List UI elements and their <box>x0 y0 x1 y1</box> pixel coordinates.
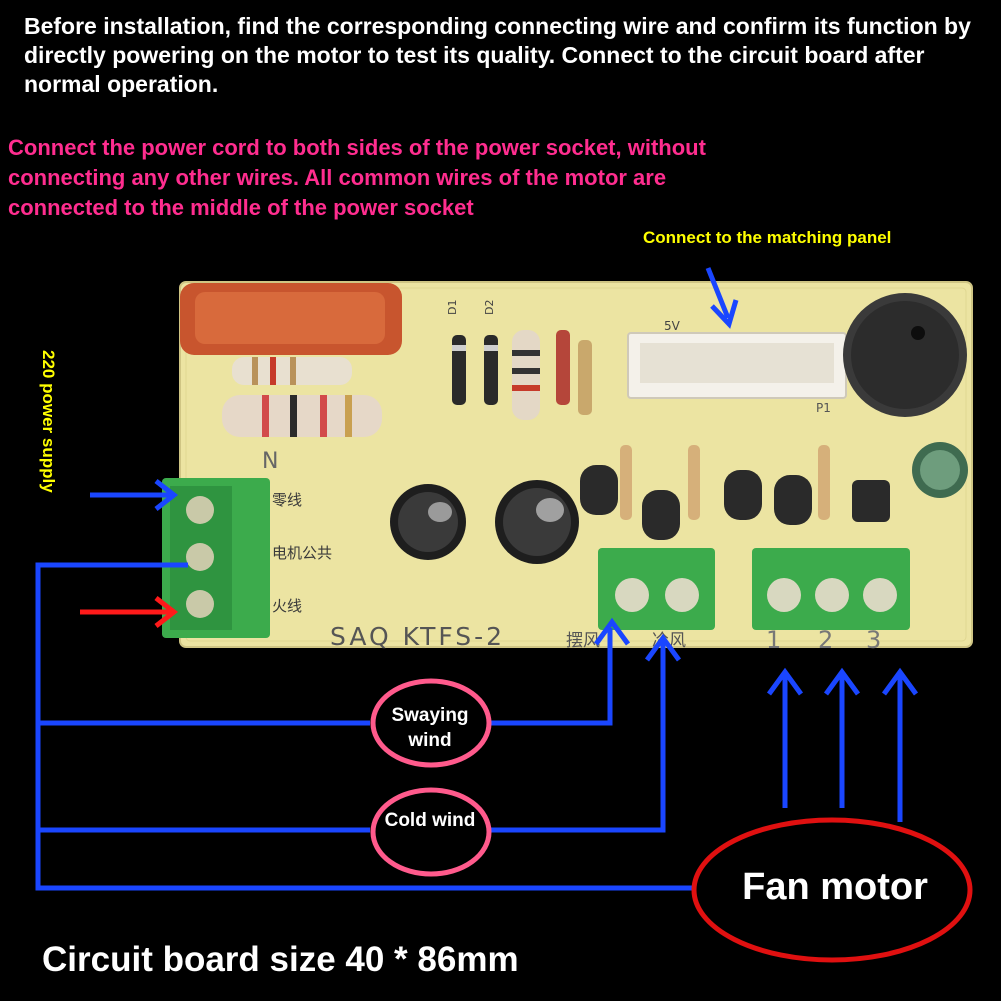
transistor-row <box>580 465 890 540</box>
speed-3-marking: 3 <box>866 626 881 654</box>
capacitor-2 <box>495 480 579 564</box>
small-resistors <box>620 445 830 520</box>
capacitor-3 <box>912 442 968 498</box>
power-cord-note: Connect the power cord to both sides of … <box>8 135 706 220</box>
board-size-label: Circuit board size 40 * 86mm <box>42 940 519 979</box>
resistor-2 <box>222 395 382 437</box>
power-terminal-block <box>162 478 270 638</box>
matching-panel-label: Connect to the matching panel <box>643 228 892 247</box>
cold-wind-label: Cold wind <box>384 810 476 831</box>
diode-d2 <box>484 335 498 405</box>
panel-connector <box>627 332 847 399</box>
swaying-wire <box>488 617 631 726</box>
cold-wind-oval <box>370 787 492 877</box>
d1-label: D1 <box>446 300 459 315</box>
fan-motor-label: Fan motor <box>742 866 928 908</box>
resistor-1 <box>232 357 352 385</box>
installation-instructions: Before installation, find the correspond… <box>24 13 971 97</box>
swing-cold-terminal-block <box>598 548 715 630</box>
n-marking: N <box>262 449 278 474</box>
live-terminal-label: 火线 <box>272 597 302 615</box>
cold-wire <box>488 633 682 833</box>
capacitor-1 <box>390 484 466 560</box>
speed-2-marking: 2 <box>818 626 833 654</box>
speed-terminal-block <box>752 548 910 630</box>
common-terminal-label: 电机公共 <box>272 544 332 562</box>
small-resistor <box>578 340 592 415</box>
buzzer <box>843 293 967 417</box>
circuit-board: D1 D2 5V P1 <box>162 281 973 654</box>
speed-1-marking: 1 <box>766 626 781 654</box>
board-model-marking: SAQ KTFS-2 <box>330 622 505 651</box>
fan-motor-oval <box>691 817 973 963</box>
speed-wires <box>766 667 919 822</box>
live-input-arrow <box>80 596 179 628</box>
panel-connector-arrow <box>705 267 739 329</box>
neutral-terminal-label: 零线 <box>272 491 302 509</box>
common-wire-bus <box>35 562 700 891</box>
neutral-input-arrow <box>90 479 179 511</box>
p1-label: P1 <box>816 401 831 415</box>
diode-d1 <box>452 335 466 405</box>
resistor-3 <box>512 330 540 420</box>
swaying-wind-oval <box>370 678 492 768</box>
zener-diode <box>556 330 570 405</box>
d2-label: D2 <box>483 300 496 315</box>
swing-marking: 摆风 <box>566 631 600 651</box>
5v-label: 5V <box>664 319 681 333</box>
swaying-wind-label: Swaying wind <box>391 705 469 751</box>
